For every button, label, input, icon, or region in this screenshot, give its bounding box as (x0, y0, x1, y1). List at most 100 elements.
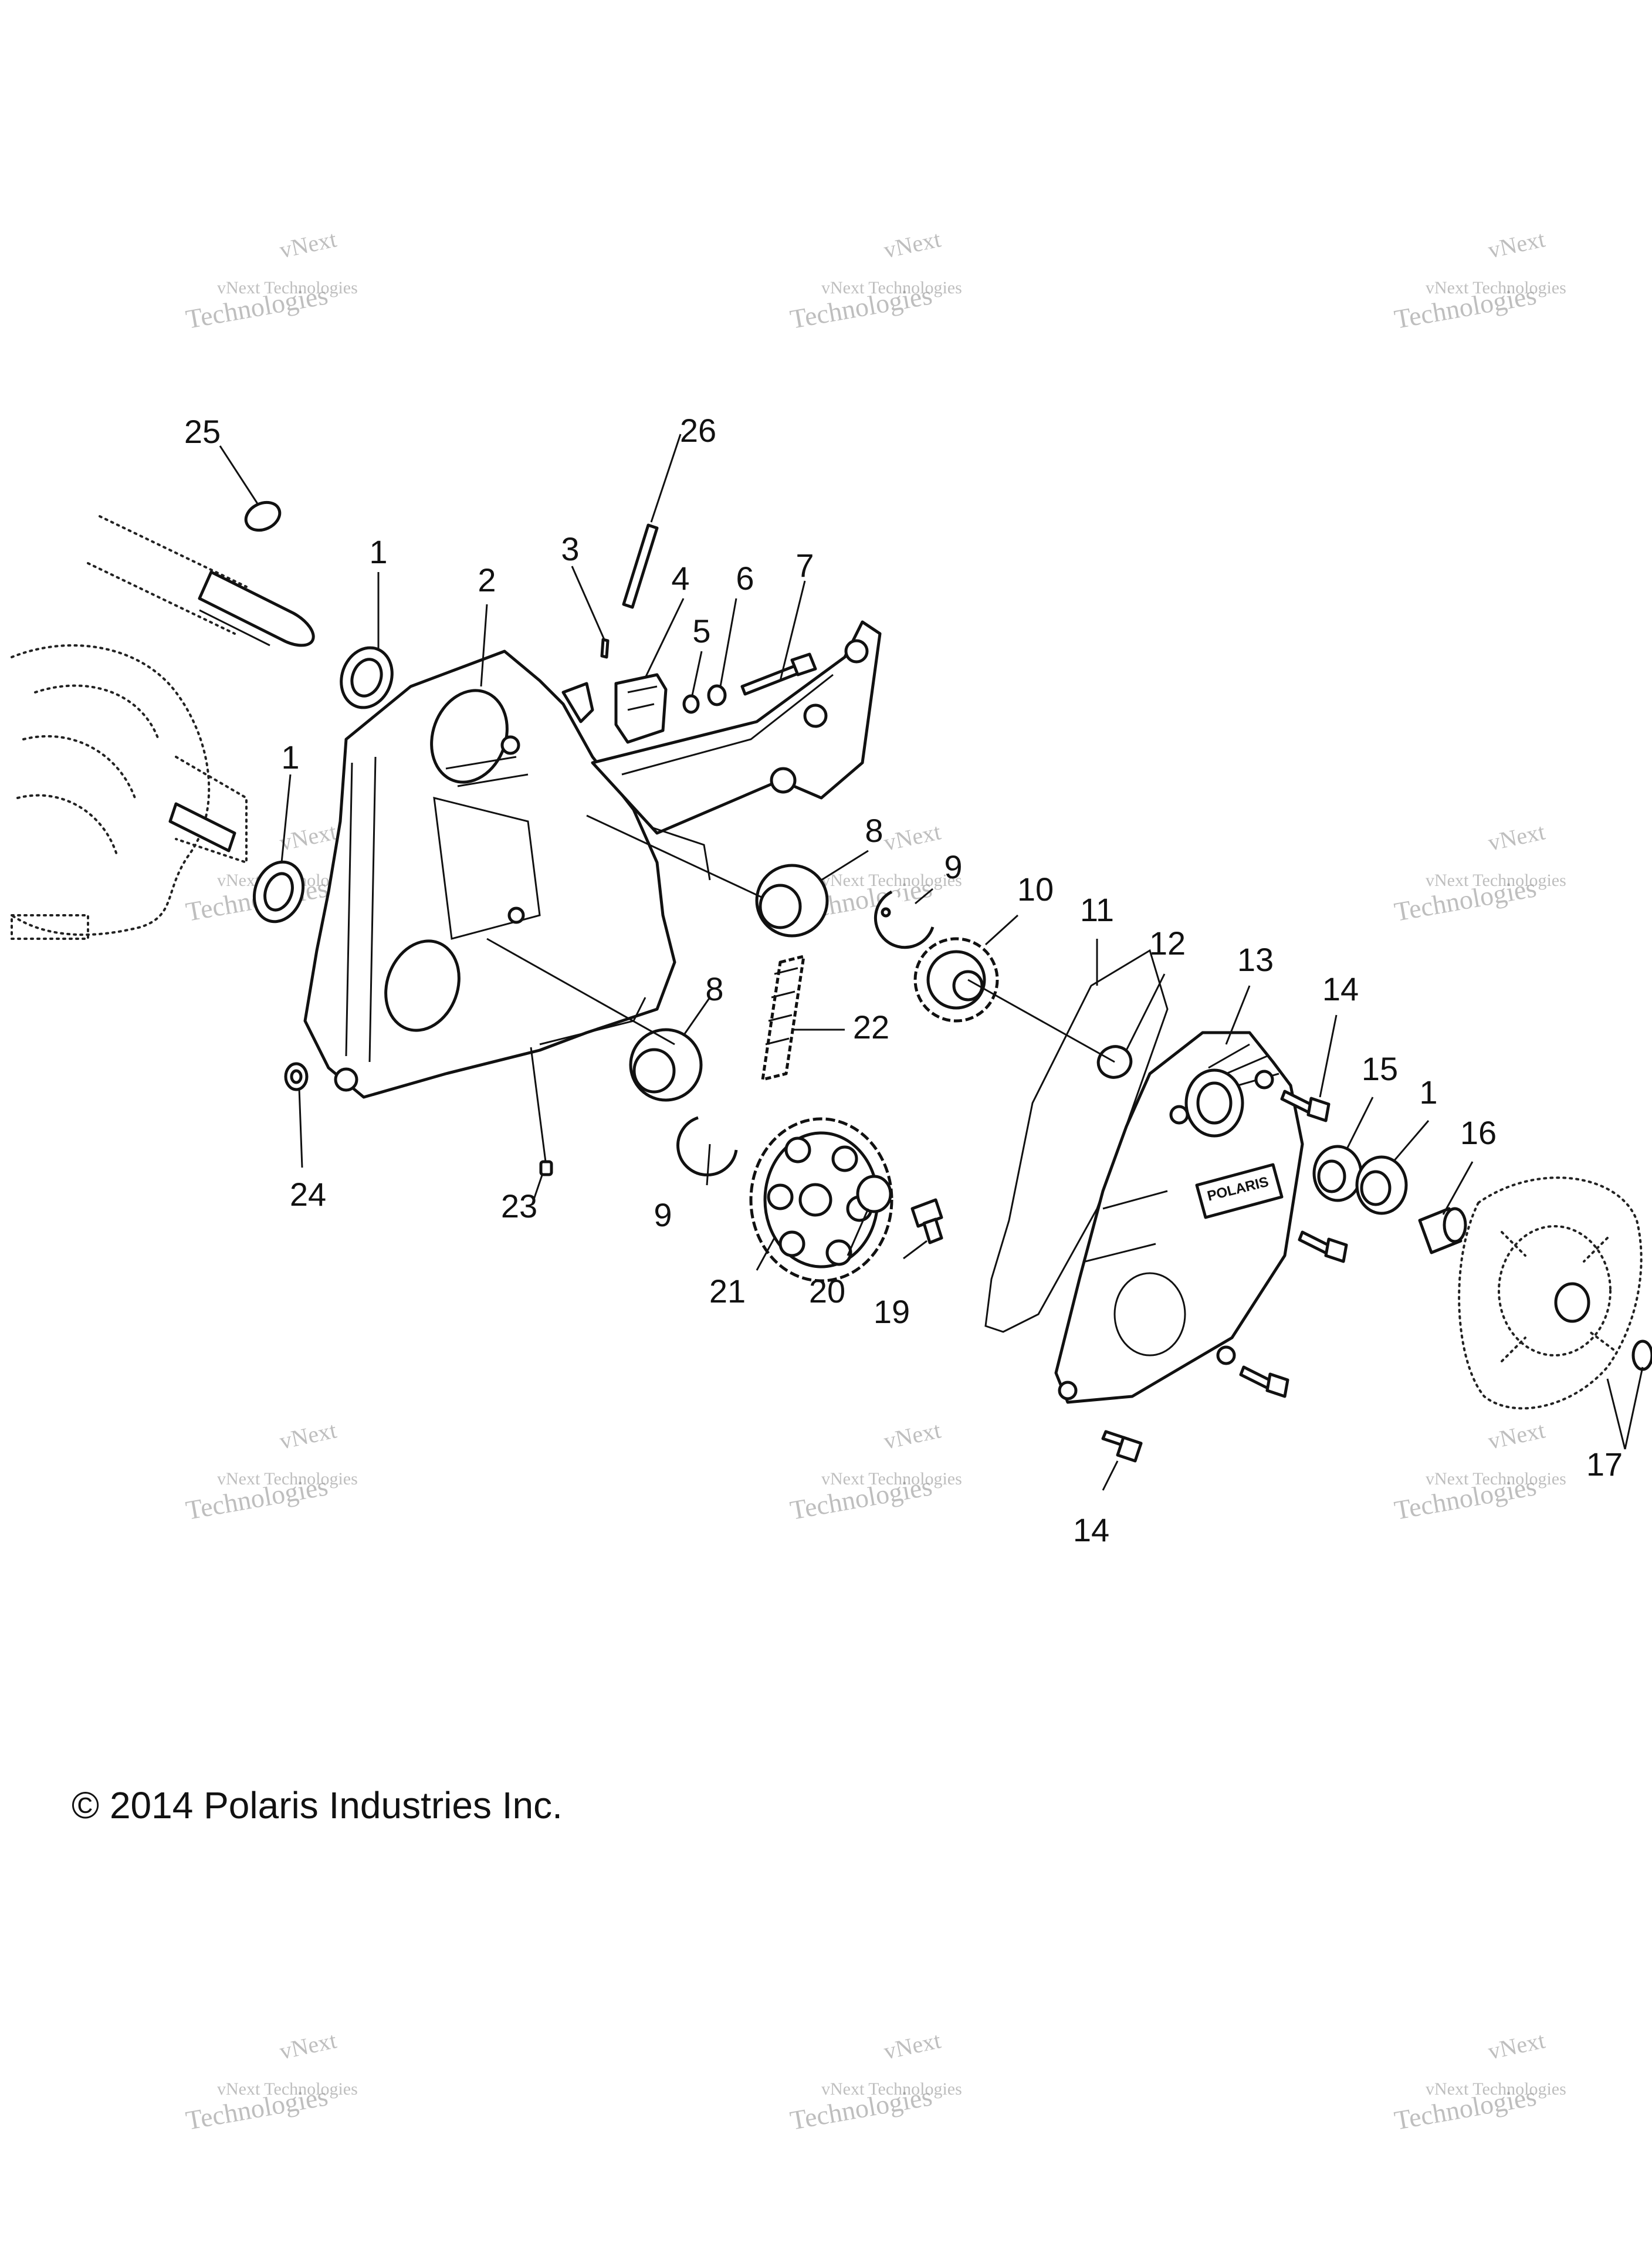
svg-text:vNext Technologies: vNext Technologies (821, 2079, 962, 2099)
brake-disc-ghost (1458, 1176, 1652, 1410)
callout-13: 13 (1237, 941, 1274, 978)
callout-14: 14 (1073, 1511, 1109, 1548)
svg-text:vNext: vNext (1486, 1416, 1548, 1454)
callout-9: 9 (944, 848, 962, 885)
callout-9: 9 (654, 1196, 672, 1233)
watermark: vNext vNext Technologies Technologies (1392, 818, 1566, 926)
small-bracket (561, 682, 594, 723)
watermark: vNext vNext Technologies Technologies (184, 1416, 358, 1525)
gasket-11 (984, 949, 1169, 1333)
callout-22: 22 (853, 1009, 889, 1046)
spacer-16 (1418, 1207, 1467, 1254)
callout-15: 15 (1362, 1050, 1398, 1087)
callout-19: 19 (874, 1293, 910, 1330)
svg-text:vNext: vNext (882, 818, 943, 855)
chain-22 (761, 955, 805, 1081)
callout-1: 1 (1419, 1074, 1437, 1111)
o-ring-25 (244, 500, 282, 532)
watermark: vNext vNext Technologies Technologies (184, 225, 358, 334)
washer-5 (682, 694, 700, 714)
bolt-14-upper (1280, 1090, 1331, 1122)
callout-7: 7 (795, 547, 814, 584)
seal-1-top (340, 646, 394, 709)
watermark: vNext vNext Technologies Technologies (1392, 225, 1566, 334)
ball-9 (881, 907, 891, 918)
washer-20 (856, 1175, 892, 1213)
callout-1: 1 (281, 739, 299, 776)
bearing-15 (1312, 1145, 1363, 1202)
watermark: vNext vNext Technologies Technologies (1392, 2027, 1566, 2135)
callout-23: 23 (501, 1188, 537, 1224)
svg-text:vNext: vNext (1486, 818, 1548, 855)
bolt-14-low (1239, 1365, 1289, 1398)
bearing-8-top (755, 864, 829, 938)
bolt-7 (740, 652, 817, 696)
plug-24 (284, 1062, 309, 1091)
svg-text:vNext: vNext (1486, 225, 1548, 263)
svg-text:vNext Technologies: vNext Technologies (1426, 2079, 1566, 2099)
seal-1-left (252, 860, 305, 923)
input-shaft (168, 802, 236, 853)
svg-text:vNext Technologies: vNext Technologies (1426, 871, 1566, 890)
watermark-line1: vNext (277, 225, 339, 263)
callout-4: 4 (671, 560, 689, 597)
seal-1-right (1355, 1155, 1408, 1215)
svg-text:vNext Technologies: vNext Technologies (217, 2079, 358, 2099)
rod-26 (622, 523, 659, 609)
watermark: vNext vNext Technologies Technologies (1392, 1416, 1566, 1525)
callout-16: 16 (1460, 1114, 1497, 1151)
callout-25: 25 (184, 413, 221, 450)
callout-11: 11 (1080, 891, 1114, 928)
mounting-bracket (591, 620, 882, 881)
tensioner-block-4 (614, 673, 668, 744)
bolt-14-mid (1298, 1230, 1348, 1263)
watermark: vNext vNext Technologies Technologies (788, 1416, 962, 1525)
snap-ring-9-bottom (676, 1116, 738, 1176)
washer-6 (707, 684, 727, 706)
svg-text:vNext: vNext (1486, 2027, 1548, 2064)
svg-text:vNext: vNext (277, 1416, 339, 1454)
callout-5: 5 (692, 613, 710, 649)
watermark: vNext vNext Technologies Technologies (788, 2027, 962, 2135)
snap-ring-9-top (874, 890, 935, 949)
callout-10: 10 (1017, 871, 1054, 908)
copyright-notice: © 2014 Polaris Industries Inc. (72, 1784, 563, 1826)
svg-text:vNext: vNext (882, 225, 943, 263)
svg-text:vNext Technologies: vNext Technologies (821, 278, 962, 297)
callouts: 25 1 1 2 3 26 4 5 6 7 8 9 10 11 12 13 14… (184, 412, 1623, 1548)
callout-21: 21 (709, 1273, 746, 1310)
outer-cover-13: POLARIS (1054, 1031, 1304, 1404)
callout-24: 24 (290, 1176, 326, 1213)
svg-text:vNext Technologies: vNext Technologies (821, 871, 962, 890)
watermark: vNext vNext Technologies Technologies (184, 2027, 358, 2135)
leader-lines (219, 434, 1644, 1491)
callout-6: 6 (736, 560, 754, 597)
driveshaft-ghost (87, 515, 315, 647)
callout-3: 3 (561, 530, 579, 567)
callout-26: 26 (680, 412, 716, 449)
callout-20: 20 (809, 1273, 845, 1310)
bearing-8-bottom (629, 1028, 703, 1102)
inner-chaincase-2 (303, 649, 676, 1099)
watermark: vNext vNext Technologies Technologies (788, 225, 962, 334)
svg-text:vNext Technologies: vNext Technologies (1426, 1469, 1566, 1489)
svg-text:vNext: vNext (277, 2027, 339, 2064)
bolt-14-bottom (1101, 1430, 1143, 1463)
svg-text:vNext Technologies: vNext Technologies (1426, 278, 1566, 297)
svg-text:vNext: vNext (882, 2027, 943, 2064)
svg-text:vNext: vNext (882, 1416, 943, 1454)
callout-12: 12 (1149, 925, 1186, 962)
watermark-line2: vNext Technologies (217, 278, 358, 297)
svg-text:vNext Technologies: vNext Technologies (821, 1469, 962, 1489)
svg-text:vNext Technologies: vNext Technologies (217, 1469, 358, 1489)
small-sprocket-10 (913, 937, 999, 1023)
callout-2: 2 (478, 561, 496, 598)
callout-1: 1 (369, 533, 387, 570)
callout-14: 14 (1322, 970, 1359, 1007)
callout-8: 8 (865, 812, 883, 849)
callout-8: 8 (705, 970, 723, 1007)
svg-text:vNext: vNext (277, 818, 339, 855)
pin-3 (600, 638, 610, 659)
dowel-23 (539, 1160, 553, 1176)
